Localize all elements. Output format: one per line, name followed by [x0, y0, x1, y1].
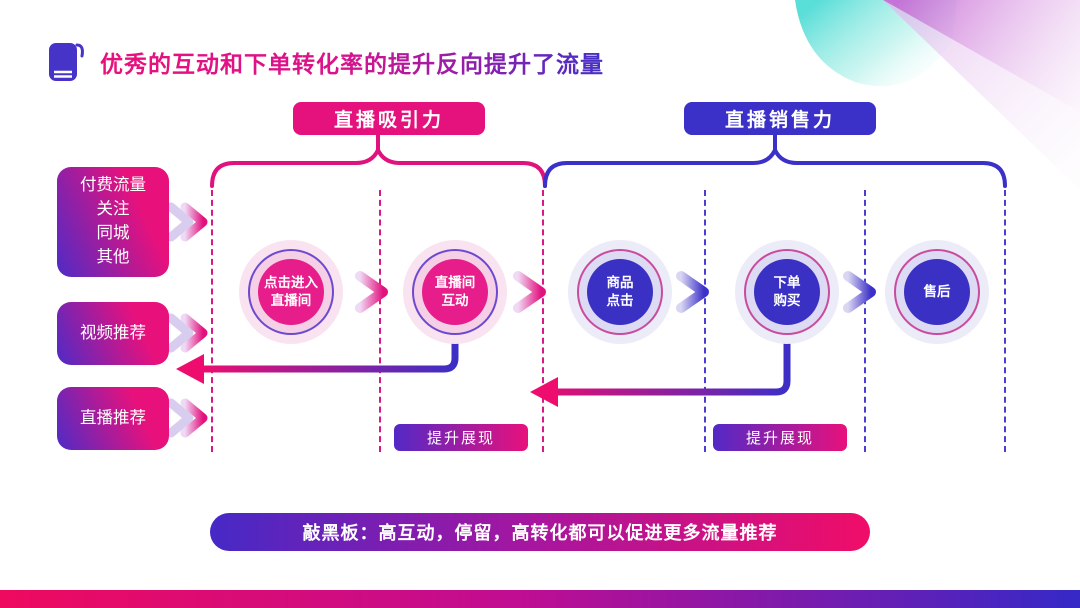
section-badge-attract: 直播吸引力: [293, 102, 485, 135]
divider-dashed-1: [211, 190, 213, 452]
pink-ribbon-lower: [883, 0, 1080, 190]
footer-note-banner: 敲黑板：高互动，停留，高转化都可以促进更多流量推荐: [210, 513, 870, 551]
boost-badge-attract: 提升展现: [394, 424, 528, 451]
page-title: 优秀的互动和下单转化率的提升反向提升了流量: [100, 45, 604, 79]
stage-arrow-3: [676, 271, 709, 313]
feedback-arrow-order: [530, 330, 791, 407]
stage-arrow-4: [843, 271, 876, 313]
section-badge-sales: 直播销售力: [684, 102, 876, 135]
sales-brace: [543, 132, 1007, 188]
divider-dashed-3: [542, 190, 544, 452]
stage-label: 直播间 互动: [422, 259, 488, 325]
source-box-video-recommend: 视频推荐: [57, 302, 169, 365]
stage-label: 下单 购买: [754, 259, 820, 325]
stage-circle-interaction: 直播间 互动: [403, 240, 507, 344]
stage-circle-after-sale: 售后: [885, 240, 989, 344]
corner-decoration: [795, 0, 1080, 190]
source-box-live-recommend: 直播推荐: [57, 387, 169, 450]
stage-label: 点击进入 直播间: [258, 259, 324, 325]
teal-swoosh: [795, 0, 957, 87]
stage-circle-product-click: 商品 点击: [568, 240, 672, 344]
attract-brace: [210, 132, 547, 188]
stage-circle-order-purchase: 下单 购买: [735, 240, 839, 344]
stage-circle-enter-room: 点击进入 直播间: [239, 240, 343, 344]
book-icon: [49, 43, 84, 81]
divider-dashed-5: [864, 190, 866, 452]
bottom-gradient-bar: [0, 590, 1080, 608]
divider-dashed-2: [379, 190, 381, 452]
source-arrow-1: [166, 202, 208, 242]
boost-badge-sales: 提升展现: [713, 424, 847, 451]
header: 优秀的互动和下单转化率的提升反向提升了流量: [44, 38, 604, 86]
stage-label: 商品 点击: [587, 259, 653, 325]
stage-label: 售后: [904, 259, 970, 325]
stage-arrow-2: [513, 271, 546, 313]
divider-dashed-4: [704, 190, 706, 452]
source-arrow-2: [166, 313, 208, 353]
divider-dashed-6: [1004, 190, 1006, 452]
pink-ribbon-upper: [883, 0, 1080, 112]
source-arrow-3: [166, 398, 208, 438]
source-box-paid-traffic: 付费流量 关注 同城 其他: [57, 167, 169, 277]
